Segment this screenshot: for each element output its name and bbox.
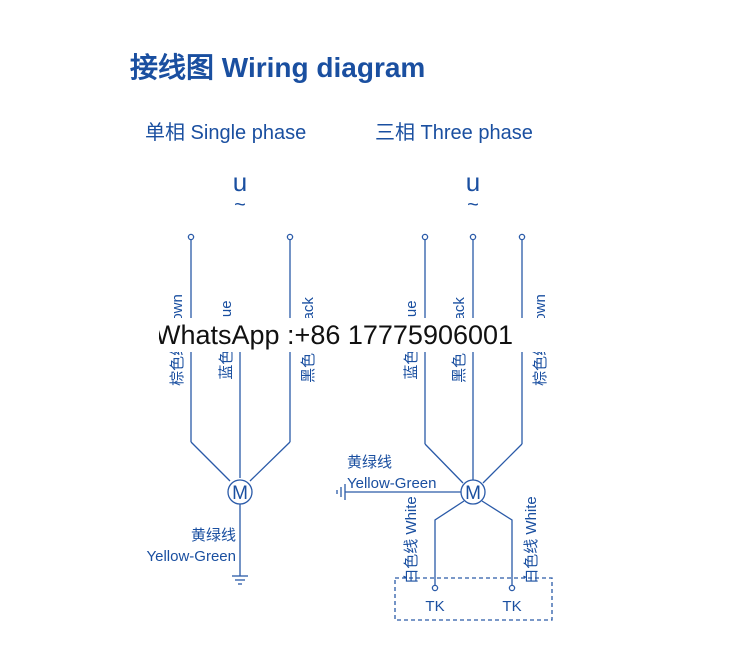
thermal-label-left: TK <box>425 598 444 615</box>
thermal-terminal-right <box>508 584 516 592</box>
wire-brown-diag <box>190 441 231 482</box>
terminal-blue <box>421 233 429 241</box>
single-ground-label-cn: 黄绿线 <box>191 527 236 544</box>
wire-black-diag <box>249 441 291 482</box>
wire-blue-diag <box>424 443 464 484</box>
three-supply-symbol: u <box>466 167 480 197</box>
thermal-wire-label-right: 白色线 White <box>523 496 540 584</box>
thermal-wire-left <box>434 500 465 585</box>
thermal-label-right: TK <box>502 598 521 615</box>
three-phase-heading: 三相 Three phase <box>375 122 533 144</box>
thermal-terminal-left <box>431 584 439 592</box>
wire-brown-diag <box>482 443 523 484</box>
terminal-black <box>469 233 477 241</box>
ground-icon <box>232 575 248 585</box>
thermal-wire-label-left: 白色线 White <box>403 496 420 584</box>
terminal-brown <box>518 233 526 241</box>
single-supply-tilde: ~ <box>234 194 246 216</box>
terminal-black <box>286 233 294 241</box>
thermal-wire-right <box>481 500 513 585</box>
single-phase-heading: 单相 Single phase <box>145 122 307 144</box>
page-title: 接线图 Wiring diagram <box>130 52 426 83</box>
watermark-text: WhatsApp :+86 17775906001 <box>159 320 514 350</box>
terminal-brown <box>187 233 195 241</box>
thermal-box <box>394 577 553 621</box>
single-motor-label: M <box>232 483 248 504</box>
three-ground-label-cn: 黄绿线 <box>347 454 392 471</box>
ground-icon <box>336 484 346 500</box>
single-supply-symbol: u <box>233 167 247 197</box>
watermark-banner: WhatsApp :+86 17775906001 <box>159 318 590 352</box>
three-phase-wiring <box>336 233 553 621</box>
three-motor-label: M <box>465 483 481 504</box>
three-supply-tilde: ~ <box>467 194 479 216</box>
three-ground-label-en: Yellow-Green <box>347 475 437 492</box>
single-ground-label-en: Yellow-Green <box>147 548 237 565</box>
